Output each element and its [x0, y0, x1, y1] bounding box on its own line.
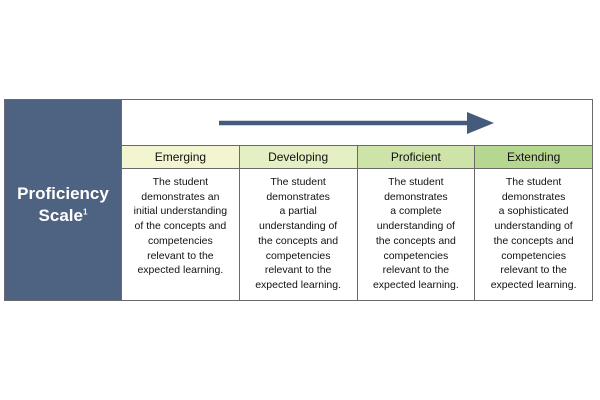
- level-description-developing: The student demonstrates a partial under…: [240, 169, 358, 300]
- description-line: demonstrates: [266, 190, 330, 203]
- proficiency-scale-title: Proficiency Scale1: [17, 183, 109, 227]
- level-description-row: The student demonstrates an initial unde…: [122, 169, 592, 300]
- description-line: expected learning.: [255, 278, 342, 291]
- description-line: competencies: [501, 249, 567, 262]
- description-line: competencies: [383, 249, 449, 262]
- progress-arrow-row: [122, 100, 592, 146]
- description-line: The student: [270, 176, 326, 188]
- description-line: demonstrates: [384, 190, 448, 203]
- proficiency-levels: Emerging Developing Proficient Extending…: [122, 100, 592, 300]
- description-line: demonstrates: [501, 190, 566, 203]
- description-line: understanding of: [494, 220, 573, 233]
- description-line: a complete: [390, 205, 442, 218]
- description-line: the concepts and: [375, 234, 456, 247]
- level-description-extending: The student demonstrates a sophisticated…: [475, 169, 592, 300]
- description-line: competencies: [265, 249, 331, 262]
- description-line: expected learning.: [490, 278, 577, 291]
- title-line-2: Scale: [38, 206, 83, 225]
- description-line: the concepts and: [258, 234, 339, 247]
- description-line: relevant to the: [264, 264, 332, 277]
- description-line: initial understanding: [133, 205, 228, 218]
- title-line-1: Proficiency: [17, 184, 109, 203]
- description-line: The student: [152, 176, 209, 188]
- level-description-emerging: The student demonstrates an initial unde…: [122, 169, 240, 300]
- description-line: demonstrates an: [141, 190, 220, 203]
- proficiency-scale-table: Proficiency Scale1 Emerging Developing P…: [4, 99, 593, 301]
- description-line: understanding of: [376, 220, 455, 233]
- level-header-proficient: Proficient: [357, 146, 476, 168]
- description-line: relevant to the: [500, 264, 567, 277]
- description-line: the concepts and: [493, 234, 574, 247]
- description-line: The student: [388, 176, 444, 188]
- level-header-emerging: Emerging: [122, 146, 240, 168]
- level-description-proficient: The student demonstrates a complete unde…: [358, 169, 476, 300]
- level-header-extending: Extending: [475, 146, 592, 168]
- proficiency-scale-sidebar: Proficiency Scale1: [5, 100, 122, 300]
- level-header-developing: Developing: [239, 146, 358, 168]
- description-line: a partial: [279, 205, 317, 218]
- description-line: a sophisticated: [498, 205, 569, 218]
- description-line: relevant to the: [147, 249, 214, 262]
- description-line: of the concepts and: [134, 220, 227, 233]
- footnote-mark: 1: [82, 207, 88, 217]
- description-line: relevant to the: [382, 264, 450, 277]
- description-line: The student: [505, 176, 562, 188]
- right-arrow-icon: [219, 112, 494, 134]
- level-header-row: Emerging Developing Proficient Extending: [122, 146, 592, 169]
- description-line: expected learning.: [137, 264, 224, 277]
- description-line: expected learning.: [372, 278, 459, 291]
- description-line: understanding of: [259, 220, 338, 233]
- description-line: competencies: [147, 234, 213, 247]
